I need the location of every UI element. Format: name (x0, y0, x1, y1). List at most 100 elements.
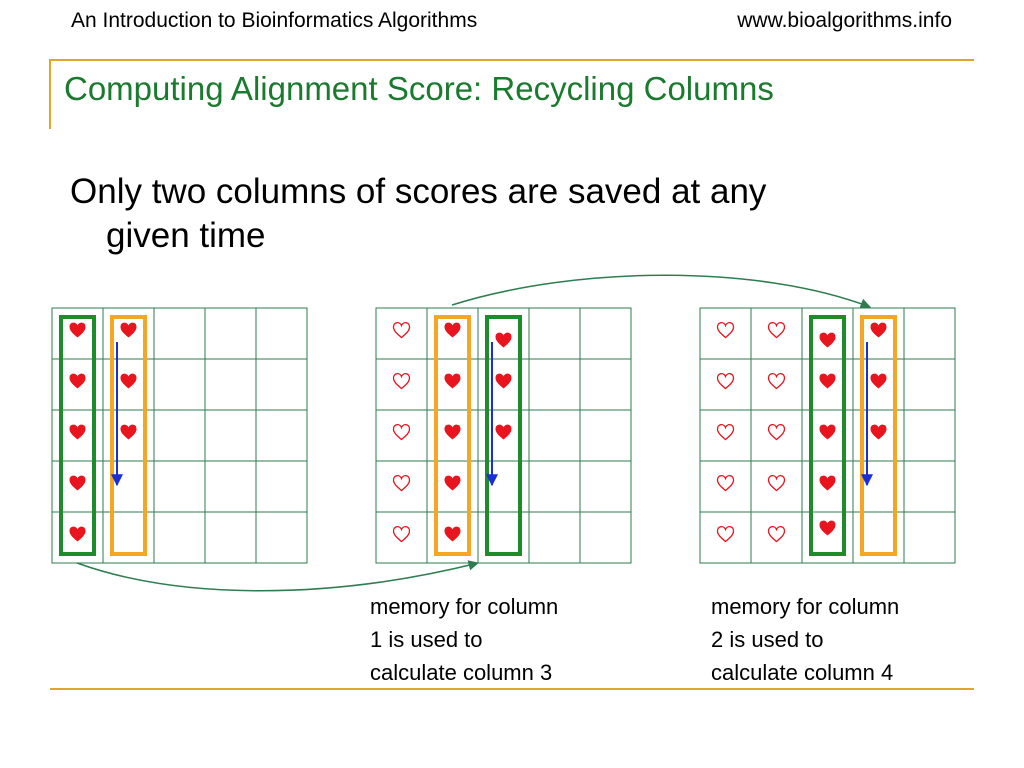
grid-cell (750, 358, 803, 411)
caption-column-1: memory for column 1 is used to calculate… (370, 590, 558, 689)
top-rule (50, 59, 974, 61)
filled-heart-icon (120, 373, 137, 389)
grid-cell (699, 409, 752, 462)
filled-heart-icon (870, 424, 887, 440)
grid-cell (750, 511, 803, 564)
grid-cell (153, 511, 206, 564)
grid-cell (903, 460, 956, 513)
filled-heart-icon (444, 373, 461, 389)
empty-heart-icon (716, 475, 735, 492)
empty-heart-icon (767, 373, 786, 390)
caption-2-line-3: calculate column 4 (711, 660, 894, 685)
filled-heart-icon (495, 332, 512, 348)
caption-1-line-2: 1 is used to (370, 627, 483, 652)
grid-cell (699, 307, 752, 360)
filled-heart-icon (444, 424, 461, 440)
caption-2-line-1: memory for column (711, 594, 900, 619)
empty-heart-icon (392, 322, 411, 339)
empty-heart-icon (392, 373, 411, 390)
filled-heart-icon (444, 322, 461, 338)
filled-heart-icon (819, 475, 836, 491)
caption-1-line-1: memory for column (370, 594, 559, 619)
caption-1-line-3: calculate column 3 (370, 660, 553, 685)
empty-heart-icon (767, 475, 786, 492)
empty-heart-icon (767, 424, 786, 441)
grid-cell (375, 460, 428, 513)
filled-heart-icon (69, 373, 86, 389)
grid-cell (903, 307, 956, 360)
empty-heart-icon (392, 526, 411, 543)
grid-cell (699, 460, 752, 513)
green-column-box (485, 315, 522, 556)
filled-heart-icon (69, 424, 86, 440)
grid-cell (528, 358, 581, 411)
filled-heart-icon (69, 475, 86, 491)
grid-cell (528, 409, 581, 462)
grid-cell (903, 511, 956, 564)
header-website: www.bioalgorithms.info (737, 9, 952, 32)
score-grid-3 (699, 307, 956, 564)
empty-heart-icon (716, 373, 735, 390)
grid-cell (204, 511, 257, 564)
grid-cell (579, 460, 632, 513)
filled-heart-icon (819, 424, 836, 440)
curved-arrow-grid2-to-grid3 (451, 274, 871, 309)
grid-cell (375, 358, 428, 411)
empty-heart-icon (716, 424, 735, 441)
grid-cell (903, 409, 956, 462)
grid-cell (528, 307, 581, 360)
caption-2-line-2: 2 is used to (711, 627, 824, 652)
grid-cell (579, 307, 632, 360)
empty-heart-icon (767, 322, 786, 339)
grid-cell (255, 307, 308, 360)
title-accent-rule (49, 59, 51, 129)
filled-heart-icon (870, 373, 887, 389)
filled-heart-icon (495, 424, 512, 440)
grid-cell (153, 460, 206, 513)
filled-heart-icon (819, 332, 836, 348)
grid-cell (255, 511, 308, 564)
bullet-line-2: given time (106, 216, 266, 255)
grid-cell (750, 307, 803, 360)
empty-heart-icon (392, 475, 411, 492)
filled-heart-icon (870, 322, 887, 338)
bullet-point: Only two columns of scores are saved at … (70, 170, 950, 258)
curved-arrow-grid1-to-grid2 (76, 560, 480, 592)
bullet-line-1: Only two columns of scores are saved at … (70, 172, 767, 211)
grid-cell (528, 460, 581, 513)
filled-heart-icon (444, 475, 461, 491)
orange-column-box (434, 315, 471, 556)
grid-cell (255, 358, 308, 411)
filled-heart-icon (69, 526, 86, 542)
grid-cell (153, 409, 206, 462)
green-column-box (809, 315, 846, 556)
grid-cell (699, 511, 752, 564)
grid-cell (153, 358, 206, 411)
grid-cell (579, 511, 632, 564)
filled-heart-icon (120, 424, 137, 440)
filled-heart-icon (120, 322, 137, 338)
grid-cell (903, 358, 956, 411)
empty-heart-icon (767, 526, 786, 543)
orange-column-box (860, 315, 897, 556)
grid-cell (699, 358, 752, 411)
grid-cell (204, 409, 257, 462)
header-course-title: An Introduction to Bioinformatics Algori… (71, 9, 478, 32)
filled-heart-icon (819, 373, 836, 389)
grid-cell (204, 460, 257, 513)
filled-heart-icon (69, 322, 86, 338)
filled-heart-icon (495, 373, 512, 389)
grid-cell (153, 307, 206, 360)
empty-heart-icon (392, 424, 411, 441)
grid-cell (750, 460, 803, 513)
grid-cell (579, 409, 632, 462)
slide-title: Computing Alignment Score: Recycling Col… (64, 70, 774, 107)
grid-cell (375, 511, 428, 564)
filled-heart-icon (444, 526, 461, 542)
green-column-box (59, 315, 96, 556)
grid-cell (204, 358, 257, 411)
score-grid-1 (51, 307, 308, 564)
empty-heart-icon (716, 526, 735, 543)
filled-heart-icon (819, 520, 836, 536)
grid-cell (579, 358, 632, 411)
